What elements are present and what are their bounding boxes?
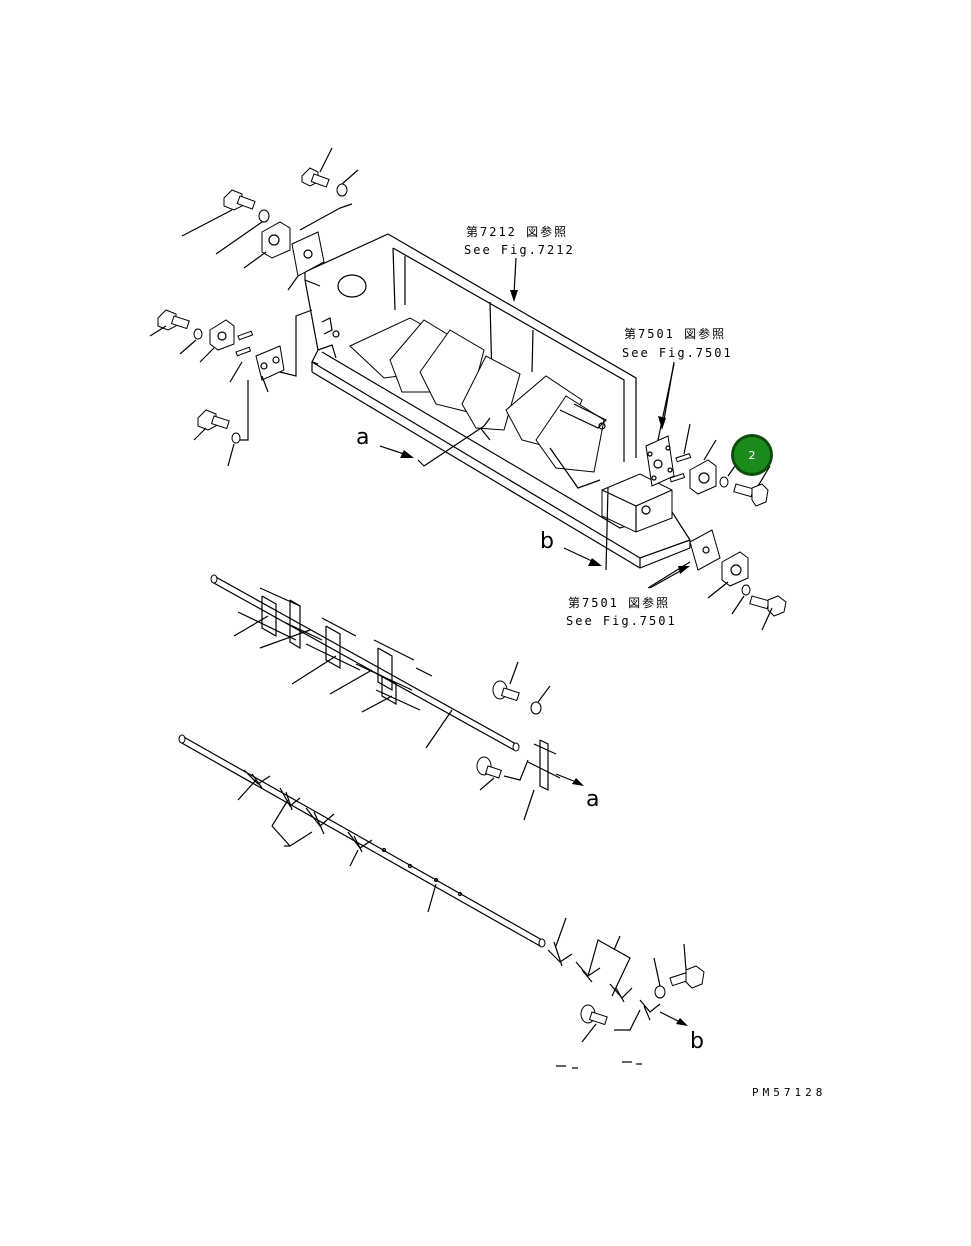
bolt-icon <box>733 483 769 507</box>
callout-number: 2 <box>749 449 756 462</box>
arrow-a-label: a <box>356 425 369 450</box>
fig7212-ref-en: See Fig.7212 <box>464 243 575 257</box>
bolt-icon <box>157 309 190 331</box>
washer-icon <box>258 209 270 223</box>
bolt-icon <box>749 595 787 617</box>
top-left-bolt-group <box>181 147 359 291</box>
flange-bearing-icon <box>721 551 749 587</box>
paddle-icon <box>283 599 323 650</box>
paddle-icon <box>305 617 361 671</box>
blade-icon <box>347 831 373 853</box>
flange-bearing-icon <box>209 319 235 351</box>
gasket-plate-icon <box>291 231 325 277</box>
view-arrow-a-frame: a <box>356 417 491 467</box>
gasket-plate-icon <box>255 345 285 381</box>
washer-icon <box>336 183 348 197</box>
arrow-b-label: b <box>540 529 554 554</box>
gasket-plate-icon <box>689 529 721 571</box>
blade-icon <box>243 769 271 789</box>
washer-icon <box>530 701 542 715</box>
flange-bearing-icon <box>261 221 291 259</box>
fig7501-top-ref-en: See Fig.7501 <box>622 346 733 360</box>
fig7501-bottom-ref-en: See Fig.7501 <box>566 614 677 628</box>
blade-icon <box>609 983 633 1003</box>
washer-icon <box>193 328 203 340</box>
callout-badge-2[interactable]: 2 <box>731 434 773 476</box>
drawing-code: PM57128 <box>752 1086 826 1099</box>
pin-icon <box>669 453 692 483</box>
end-blade-icon <box>639 999 661 1021</box>
blade-icon <box>547 941 573 967</box>
washer-icon <box>654 985 666 999</box>
end-paddle-icon <box>527 739 561 791</box>
gasket-plate-icon <box>645 435 675 487</box>
bolt-icon <box>669 965 705 989</box>
washer-icon <box>741 584 751 596</box>
housing-frame <box>304 233 691 569</box>
fig7501-top-ref-jp: 第7501 図参照 <box>624 326 726 341</box>
upper-shaft-assembly <box>210 574 584 821</box>
blade-icon <box>279 787 301 811</box>
bolt-icon <box>197 409 230 431</box>
right-bolt-group-bottom <box>647 529 787 631</box>
bolt-icon <box>223 189 256 211</box>
fig7501-bottom-ref-jp: 第7501 図参照 <box>568 595 670 610</box>
fig7212-reference: 第7212 図参照 See Fig.7212 <box>464 224 575 302</box>
shaft-arrow-b-label: b <box>690 1029 704 1054</box>
flange-bearing-icon <box>689 459 717 495</box>
fig7501-bottom-reference: 第7501 図参照 See Fig.7501 <box>566 566 690 628</box>
blade-icon <box>305 807 335 835</box>
left-bolt-group <box>149 309 313 467</box>
pin-icon <box>235 330 254 357</box>
bolt-icon <box>580 1004 608 1026</box>
washer-icon <box>719 476 729 488</box>
shaft-arrow-a-label: a <box>586 787 599 812</box>
lower-shaft-assembly <box>178 734 705 1069</box>
blade-icon <box>575 961 601 983</box>
paddle-icon <box>237 587 301 641</box>
washer-icon <box>231 432 241 444</box>
bolt-icon <box>301 167 330 188</box>
callout-badge-fill <box>734 437 770 473</box>
fig7501-top-reference: 第7501 図参照 See Fig.7501 <box>622 326 733 430</box>
fig7212-ref-jp: 第7212 図参照 <box>466 224 568 239</box>
bolt-icon <box>476 756 502 779</box>
paddle-icon <box>375 667 433 711</box>
view-arrow-b-frame: b <box>540 487 609 571</box>
bolt-icon <box>492 680 520 702</box>
